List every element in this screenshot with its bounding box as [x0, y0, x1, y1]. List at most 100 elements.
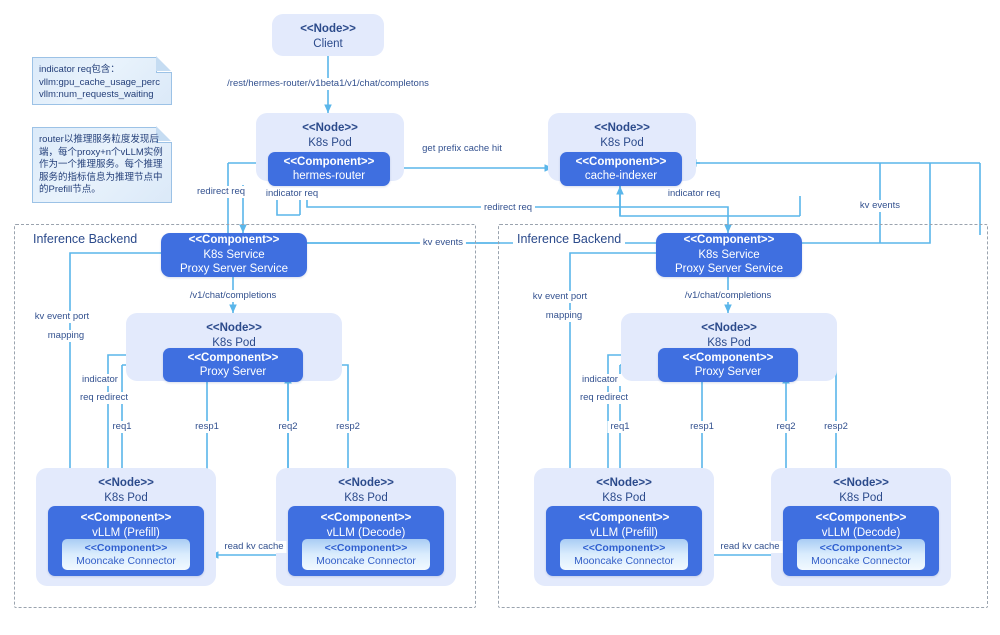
node-decode-pod-right-label: <<Node>> K8s Pod	[771, 476, 951, 505]
node-client[interactable]: <<Node>> Client	[272, 14, 384, 56]
stereotype-component: <<Component>>	[320, 512, 412, 524]
edge-label-indicator-req-left: indicator req	[262, 188, 322, 200]
note-router-text: router以推理服务粒度发现后端，每个proxy+n个vLLM实例作为一个推理…	[39, 134, 163, 196]
stereotype-component: <<Component>>	[683, 234, 775, 247]
note-indicator-text: indicator req包含： vllm:gpu_cache_usage_pe…	[39, 64, 160, 101]
node-client-label: <<Node>> Client	[272, 22, 384, 51]
stereotype-component: <<Component>>	[324, 541, 408, 554]
k8s-service-left-line1: K8s Service	[203, 248, 265, 261]
stereotype-component: <<Component>>	[815, 512, 907, 524]
edge-label-client-to-router: /rest/hermes-router/v1beta1/v1/chat/comp…	[224, 78, 432, 90]
note-router-discovery: router以推理服务粒度发现后端，每个proxy+n个vLLM实例作为一个推理…	[32, 126, 172, 203]
component-k8s-service-left[interactable]: <<Component>> K8s Service Proxy Server S…	[161, 233, 307, 277]
edge-label-redirect-req-mid: redirect req	[480, 202, 536, 214]
component-proxy-server-right-label: Proxy Server	[694, 366, 762, 378]
component-mooncake-connector-decode-right[interactable]: <<Component>> Mooncake Connector	[797, 539, 925, 570]
node-proxy-pod-left-label: <<Node>> K8s Pod	[126, 321, 342, 350]
node-router-pod-name: K8s Pod	[308, 136, 352, 149]
edge-label-resp1-left: resp1	[192, 421, 222, 433]
component-proxy-server-left-label: Proxy Server	[199, 366, 267, 378]
note-indicator-req: indicator req包含： vllm:gpu_cache_usage_pe…	[32, 56, 172, 105]
edge-label-redirect-req-left: redirect req	[193, 186, 249, 198]
edge-label-req-redirect-right: req redirect	[576, 392, 632, 404]
component-proxy-server-right[interactable]: <<Component>> Proxy Server	[658, 348, 798, 382]
component-mooncake-connector-prefill-right[interactable]: <<Component>> Mooncake Connector	[560, 539, 688, 570]
stereotype-component: <<Component>>	[578, 512, 670, 524]
stereotype-node: <<Node>>	[302, 122, 358, 134]
mooncake-prefill-left-label: Mooncake Connector	[76, 554, 176, 567]
edge-label-chat-completions-right: /v1/chat/completions	[681, 290, 775, 302]
node-prefill-pod-right-label: <<Node>> K8s Pod	[534, 476, 714, 505]
node-proxy-pod-right-label: <<Node>> K8s Pod	[621, 321, 837, 350]
stereotype-node: <<Node>>	[338, 477, 394, 489]
note-fold-icon	[156, 126, 172, 143]
stereotype-component: <<Component>>	[84, 541, 168, 554]
edge-label-kv-events-right: kv events	[856, 200, 904, 212]
stereotype-component: <<Component>>	[575, 155, 667, 168]
node-router-pod-label: <<Node>> K8s Pod	[256, 121, 404, 150]
mooncake-decode-right-label: Mooncake Connector	[811, 554, 911, 567]
component-proxy-server-left[interactable]: <<Component>> Proxy Server	[163, 348, 303, 382]
stereotype-node: <<Node>>	[701, 322, 757, 334]
node-decode-pod-left-label: <<Node>> K8s Pod	[276, 476, 456, 505]
edge-label-kv-mapping-left: mapping	[44, 330, 88, 342]
edge-label-prefix-cache-hit: get prefix cache hit	[419, 143, 505, 155]
edge-label-req1-right: req1	[607, 421, 633, 433]
node-prefill-pod-right-name: K8s Pod	[602, 491, 646, 504]
frame-inference-backend-right: Inference Backend	[498, 224, 988, 608]
edge-label-req-redirect-left: req redirect	[76, 392, 132, 404]
component-cache-indexer[interactable]: <<Component>> cache-indexer	[560, 152, 682, 186]
frame-title-left: Inference Backend	[29, 232, 142, 246]
mooncake-decode-left-label: Mooncake Connector	[316, 554, 416, 567]
stereotype-component: <<Component>>	[682, 351, 774, 364]
edge-label-resp1-right: resp1	[687, 421, 717, 433]
edge-label-read-kv-cache-right: read kv cache	[717, 541, 783, 553]
stereotype-node: <<Node>>	[206, 322, 262, 334]
node-proxy-pod-left-name: K8s Pod	[212, 336, 256, 349]
component-k8s-service-right[interactable]: <<Component>> K8s Service Proxy Server S…	[656, 233, 802, 277]
edge-label-indicator-right: indicator	[579, 374, 621, 386]
stereotype-node: <<Node>>	[300, 23, 356, 35]
edge-label-read-kv-cache-left: read kv cache	[221, 541, 287, 553]
node-prefill-pod-left-name: K8s Pod	[104, 491, 148, 504]
component-vllm-prefill-left-label: vLLM (Prefill)	[92, 526, 160, 539]
edge-label-indicator-left: indicator	[79, 374, 121, 386]
component-vllm-decode-left-label: vLLM (Decode)	[326, 526, 406, 539]
edge-label-kv-event-port-left: kv event port	[31, 311, 93, 323]
edge-label-kv-mapping-right: mapping	[542, 310, 586, 322]
component-hermes-router-label: hermes-router	[292, 170, 366, 182]
stereotype-node: <<Node>>	[596, 477, 652, 489]
component-mooncake-connector-decode-left[interactable]: <<Component>> Mooncake Connector	[302, 539, 430, 570]
edge-label-chat-completions-left: /v1/chat/completions	[186, 290, 280, 302]
edge-label-kv-events-mid: kv events	[419, 237, 467, 249]
stereotype-component: <<Component>>	[187, 351, 279, 364]
node-proxy-pod-right-name: K8s Pod	[707, 336, 751, 349]
component-mooncake-connector-prefill-left[interactable]: <<Component>> Mooncake Connector	[62, 539, 190, 570]
edge-label-kv-event-port-right: kv event port	[529, 291, 591, 303]
edge-label-resp2-right: resp2	[821, 421, 851, 433]
node-indexer-pod-label: <<Node>> K8s Pod	[548, 121, 696, 150]
stereotype-node: <<Node>>	[98, 477, 154, 489]
frame-title-right: Inference Backend	[513, 232, 626, 246]
node-decode-pod-right-name: K8s Pod	[839, 491, 883, 504]
node-decode-pod-left-name: K8s Pod	[344, 491, 388, 504]
component-cache-indexer-label: cache-indexer	[584, 170, 658, 182]
mooncake-prefill-right-label: Mooncake Connector	[574, 554, 674, 567]
k8s-service-right-line2: Proxy Server Service	[674, 263, 783, 276]
stereotype-node: <<Node>>	[833, 477, 889, 489]
stereotype-component: <<Component>>	[582, 541, 666, 554]
component-vllm-prefill-right-label: vLLM (Prefill)	[590, 526, 658, 539]
edge-label-req2-left: req2	[275, 421, 301, 433]
edge-label-req1-left: req1	[109, 421, 135, 433]
k8s-service-left-line2: Proxy Server Service	[179, 263, 288, 276]
component-hermes-router[interactable]: <<Component>> hermes-router	[268, 152, 390, 186]
note-fold-icon	[156, 56, 172, 73]
k8s-service-right-line1: K8s Service	[698, 248, 760, 261]
stereotype-component: <<Component>>	[819, 541, 903, 554]
edge-label-req2-right: req2	[773, 421, 799, 433]
stereotype-node: <<Node>>	[594, 122, 650, 134]
node-indexer-pod-name: K8s Pod	[600, 136, 644, 149]
edge-label-resp2-left: resp2	[333, 421, 363, 433]
frame-inference-backend-left: Inference Backend	[14, 224, 476, 608]
